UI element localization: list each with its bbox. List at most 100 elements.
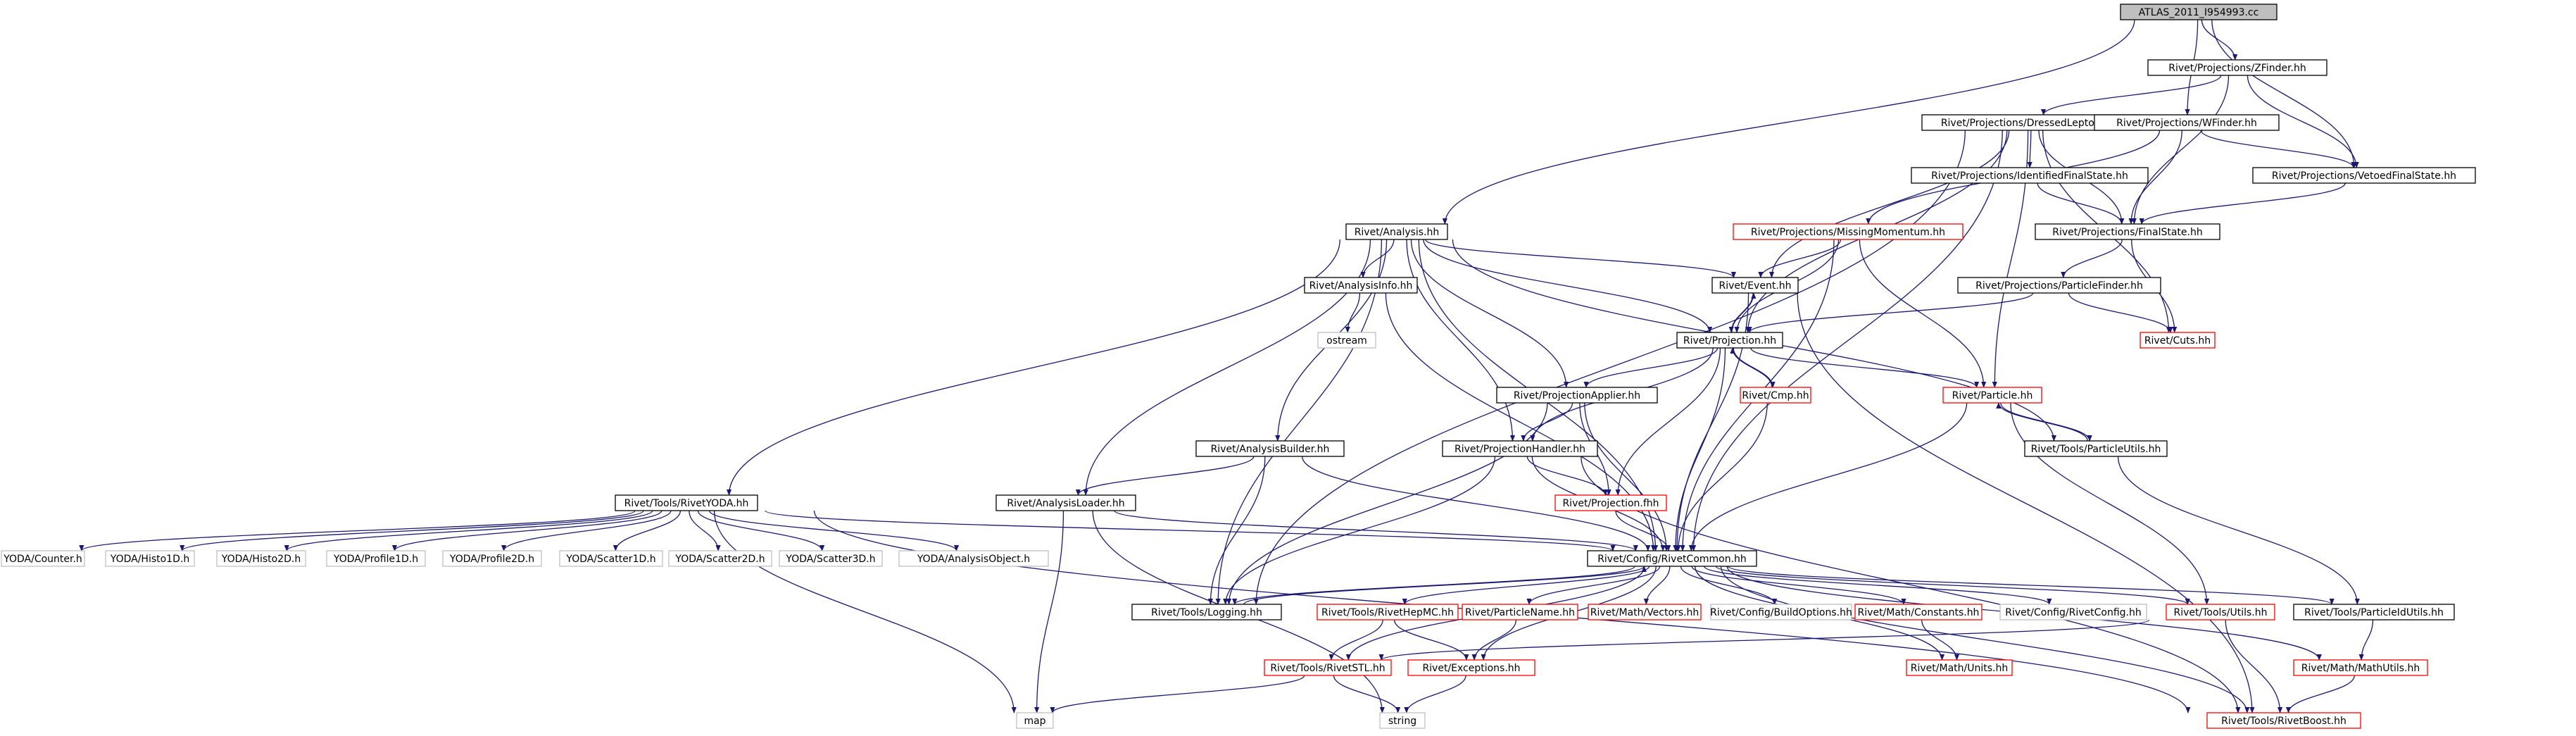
edge-missmom-to-event bbox=[1758, 239, 1842, 278]
edge-rivetyoda-to-map bbox=[713, 510, 1017, 713]
node-mathutils[interactable]: Rivet/Math/MathUtils.hh bbox=[2293, 659, 2428, 676]
node-label: YODA/AnalysisObject.h bbox=[917, 554, 1030, 565]
edge-anabuilder-to-analoader bbox=[1075, 456, 1255, 496]
edge-logging-to-rivetcommon bbox=[1243, 566, 1647, 605]
node-projhandler[interactable]: Rivet/ProjectionHandler.hh bbox=[1442, 440, 1598, 457]
node-box bbox=[668, 550, 772, 567]
node-analoader[interactable]: Rivet/AnalysisLoader.hh bbox=[995, 494, 1136, 511]
node-box bbox=[1016, 712, 1054, 729]
edge-analysis-to-rivetyoda bbox=[726, 239, 1340, 496]
file-nodes: ATLAS_2011_I954993.ccRivet/Projections/Z… bbox=[1, 4, 2476, 729]
node-rivetstl[interactable]: Rivet/Tools/RivetSTL.hh bbox=[1264, 659, 1392, 676]
node-analysis[interactable]: Rivet/Analysis.hh bbox=[1345, 223, 1448, 240]
node-box bbox=[2252, 167, 2476, 184]
edge-analysis-to-logging bbox=[1215, 239, 1383, 605]
node-label: Rivet/Event.hh bbox=[1719, 280, 1791, 292]
node-yodas1: YODA/Scatter1D.h bbox=[559, 550, 663, 567]
edge-event-to-rivetcommon bbox=[1674, 292, 1749, 551]
node-wfinder[interactable]: Rivet/Projections/WFinder.hh bbox=[2094, 114, 2280, 131]
node-label: Rivet/Tools/Utils.hh bbox=[2174, 607, 2268, 618]
edge-vetoedfs-to-finalstate bbox=[2139, 182, 2346, 225]
node-projapplier[interactable]: Rivet/ProjectionApplier.hh bbox=[1496, 387, 1658, 404]
edge-rivetyoda-to-rivetcommon bbox=[765, 510, 1616, 551]
node-box bbox=[1407, 659, 1535, 676]
edge-partutils-to-particle bbox=[1996, 402, 2088, 442]
node-rivetcommon[interactable]: Rivet/Config/RivetCommon.hh bbox=[1587, 550, 1757, 567]
edge-particle-to-partutils bbox=[2000, 402, 2092, 442]
node-rivetyoda[interactable]: Rivet/Tools/RivetYODA.hh bbox=[615, 494, 758, 511]
node-vetoedfs[interactable]: Rivet/Projections/VetoedFinalState.hh bbox=[2252, 167, 2476, 184]
node-boost[interactable]: Rivet/Tools/RivetBoost.hh bbox=[2206, 712, 2361, 729]
edge-rivetcommon-to-utils bbox=[1715, 566, 2190, 605]
node-label: Rivet/Cmp.hh bbox=[1742, 390, 1809, 401]
node-utils[interactable]: Rivet/Tools/Utils.hh bbox=[2166, 604, 2275, 620]
node-label: YODA/Scatter3D.h bbox=[785, 554, 875, 565]
edge-analysis-to-projhandler bbox=[1406, 239, 1516, 442]
node-constants[interactable]: Rivet/Math/Constants.hh bbox=[1854, 604, 1983, 620]
node-zfinder[interactable]: Rivet/Projections/ZFinder.hh bbox=[2147, 59, 2327, 76]
node-cuts[interactable]: Rivet/Cuts.hh bbox=[2140, 332, 2216, 349]
node-partfinder[interactable]: Rivet/Projections/ParticleFinder.hh bbox=[1957, 277, 2161, 294]
node-label: map bbox=[1024, 716, 1045, 727]
node-label: YODA/Scatter1D.h bbox=[565, 554, 655, 565]
edge-rivetcommon-to-vectors bbox=[1643, 566, 1671, 605]
node-box bbox=[898, 550, 1049, 567]
node-exceptions[interactable]: Rivet/Exceptions.hh bbox=[1407, 659, 1535, 676]
edge-rivetyoda-to-yodah2 bbox=[284, 510, 653, 551]
edge-rivetcommon-to-pidutils bbox=[1728, 566, 2335, 605]
node-logging[interactable]: Rivet/Tools/Logging.hh bbox=[1131, 604, 1282, 620]
node-label: Rivet/Particle.hh bbox=[1952, 390, 2033, 401]
node-hepmc[interactable]: Rivet/Tools/RivetHepMC.hh bbox=[1317, 604, 1459, 620]
node-anabuilder[interactable]: Rivet/AnalysisBuilder.hh bbox=[1195, 440, 1345, 457]
edge-cmp-to-rivetcommon bbox=[1676, 402, 1768, 551]
edge-zfinder-to-finalstate bbox=[2131, 75, 2230, 225]
node-label: Rivet/Tools/Logging.hh bbox=[1151, 607, 1262, 618]
node-partutils[interactable]: Rivet/Tools/ParticleUtils.hh bbox=[2024, 440, 2168, 457]
node-box bbox=[1711, 277, 1799, 294]
node-box bbox=[1942, 387, 2042, 404]
node-projfhh[interactable]: Rivet/Projection.fhh bbox=[1554, 494, 1667, 511]
node-missmom[interactable]: Rivet/Projections/MissingMomentum.hh bbox=[1733, 223, 1964, 240]
node-box bbox=[1131, 604, 1282, 620]
edge-projection-to-projfhh bbox=[1615, 347, 1721, 496]
node-box bbox=[1, 550, 85, 567]
node-yodacounter: YODA/Counter.h bbox=[1, 550, 85, 567]
node-partname[interactable]: Rivet/ParticleName.hh bbox=[1462, 604, 1578, 620]
edge-projhandler-to-projfhh bbox=[1526, 456, 1608, 496]
edge-analysis-to-projection bbox=[1423, 239, 1713, 333]
node-label: ostream bbox=[1326, 335, 1367, 347]
edge-wfinder-to-finalstate bbox=[2128, 130, 2182, 225]
edge-rivetyoda-to-yodas1 bbox=[612, 510, 681, 551]
node-yodah1: YODA/Histo1D.h bbox=[105, 550, 195, 567]
node-particle[interactable]: Rivet/Particle.hh bbox=[1942, 387, 2042, 404]
node-identfs[interactable]: Rivet/Projections/IdentifiedFinalState.h… bbox=[1911, 167, 2149, 184]
node-box bbox=[2206, 712, 2361, 729]
node-label: Rivet/Config/BuildOptions.hh bbox=[1710, 607, 1852, 618]
node-label: Rivet/Config/RivetConfig.hh bbox=[2005, 607, 2141, 618]
node-anainfo[interactable]: Rivet/AnalysisInfo.hh bbox=[1304, 277, 1418, 294]
node-pidutils[interactable]: Rivet/Tools/ParticleIdUtils.hh bbox=[2293, 604, 2455, 620]
edge-event-to-boost bbox=[1797, 292, 2255, 713]
node-vectors[interactable]: Rivet/Math/Vectors.hh bbox=[1588, 604, 1702, 620]
node-box bbox=[2035, 223, 2220, 240]
node-box bbox=[1317, 604, 1459, 620]
node-box bbox=[995, 494, 1136, 511]
node-box bbox=[2024, 440, 2168, 457]
edge-rivetcommon-to-partname bbox=[1526, 566, 1661, 605]
node-box bbox=[1496, 387, 1658, 404]
node-box bbox=[2120, 4, 2277, 20]
node-box bbox=[2094, 114, 2280, 131]
edge-root-to-zfinder bbox=[2201, 19, 2238, 61]
node-cmp[interactable]: Rivet/Cmp.hh bbox=[1740, 387, 1811, 404]
node-label: Rivet/Projections/VetoedFinalState.hh bbox=[2272, 170, 2456, 182]
node-projection[interactable]: Rivet/Projection.hh bbox=[1676, 332, 1783, 349]
node-units[interactable]: Rivet/Math/Units.hh bbox=[1906, 659, 2013, 676]
node-label: Rivet/Projection.hh bbox=[1683, 335, 1776, 347]
node-label: Rivet/ParticleName.hh bbox=[1465, 607, 1575, 618]
node-box bbox=[326, 550, 426, 567]
node-event[interactable]: Rivet/Event.hh bbox=[1711, 277, 1799, 294]
node-finalstate[interactable]: Rivet/Projections/FinalState.hh bbox=[2035, 223, 2220, 240]
node-box bbox=[559, 550, 663, 567]
node-box bbox=[1676, 332, 1783, 349]
edge-rivetyoda-to-yodaao bbox=[708, 510, 960, 551]
